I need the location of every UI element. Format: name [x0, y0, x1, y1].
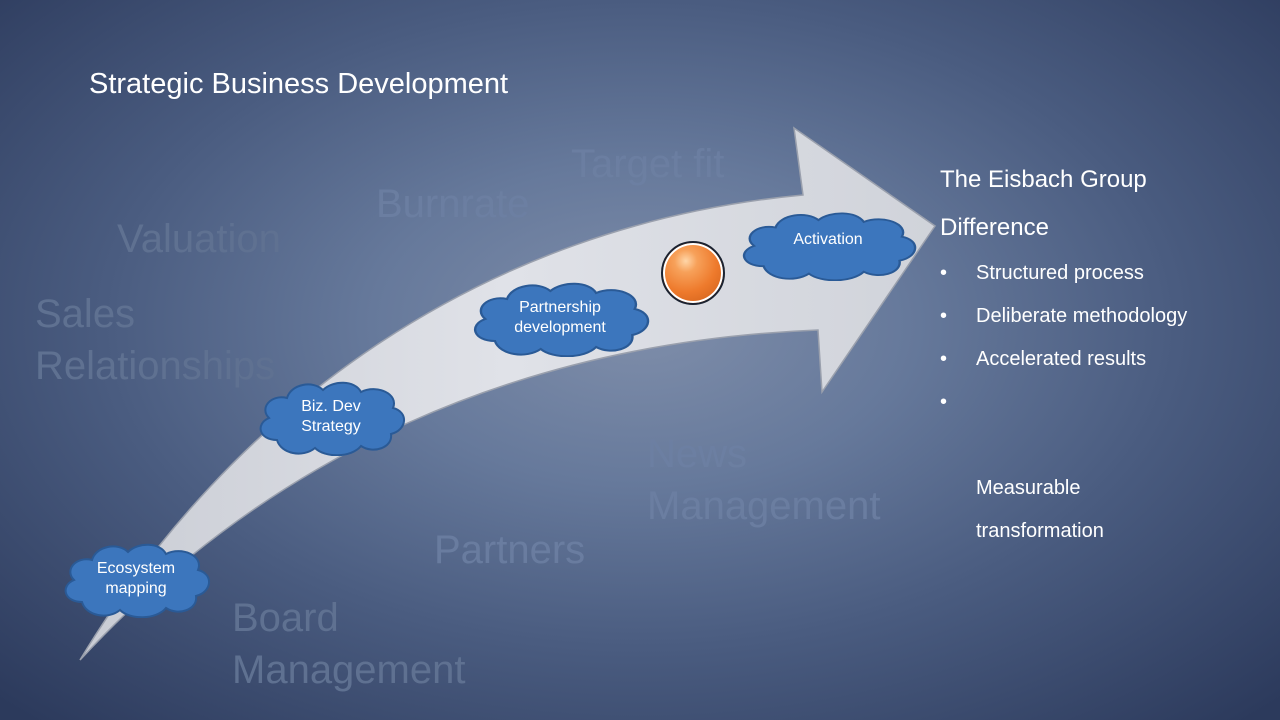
- bullet-icon: •: [940, 262, 948, 284]
- list-item: • Accelerated results: [940, 338, 1260, 381]
- bullet-icon: •: [940, 305, 948, 327]
- difference-list: • Structured process • Deliberate method…: [940, 252, 1260, 553]
- step-label-bizdev-strategy: Biz. Dev Strategy: [301, 398, 361, 435]
- step-cloud-bizdev-strategy: Biz. Dev Strategy: [253, 378, 409, 456]
- slide-title: Strategic Business Development: [89, 68, 509, 100]
- list-item-text: Structured process: [976, 262, 1144, 284]
- list-item-text: Deliberate methodology: [976, 305, 1188, 327]
- bullet-icon: •: [940, 348, 948, 370]
- panel-heading-line1: The Eisbach Group: [940, 166, 1147, 193]
- bg-word-board-management: Board Management: [232, 596, 466, 692]
- list-item: • Structured process: [940, 252, 1260, 295]
- list-item: • Measurable transformation: [940, 381, 1260, 553]
- list-item-text: Accelerated results: [976, 348, 1147, 370]
- bg-word-target-fit: Target fit: [571, 142, 725, 186]
- step-label-ecosystem-mapping: Ecosystem mapping: [96, 560, 176, 597]
- step-cloud-activation: Activation: [735, 209, 921, 281]
- progress-marker-orb: [661, 241, 725, 305]
- difference-panel: The Eisbach Group Difference • Structure…: [940, 156, 1260, 553]
- bg-word-news-management: News Management: [647, 432, 881, 528]
- step-label-activation: Activation: [793, 231, 863, 248]
- bullet-icon: •: [940, 391, 948, 413]
- panel-heading-line2: Difference: [940, 214, 1049, 241]
- step-cloud-ecosystem-mapping: Ecosystem mapping: [58, 540, 214, 618]
- bg-word-valuation: Valuation: [117, 217, 281, 261]
- step-cloud-partnership-development: Partnership development: [466, 279, 654, 357]
- bg-word-partners: Partners: [434, 528, 586, 572]
- bg-word-burnrate: Burnrate: [376, 182, 530, 226]
- step-label-partnership-development: Partnership development: [514, 299, 606, 336]
- list-item: • Deliberate methodology: [940, 295, 1260, 338]
- list-item-text: Measurable transformation: [976, 477, 1104, 542]
- bg-word-sales-relationships: Sales Relationships: [35, 292, 276, 388]
